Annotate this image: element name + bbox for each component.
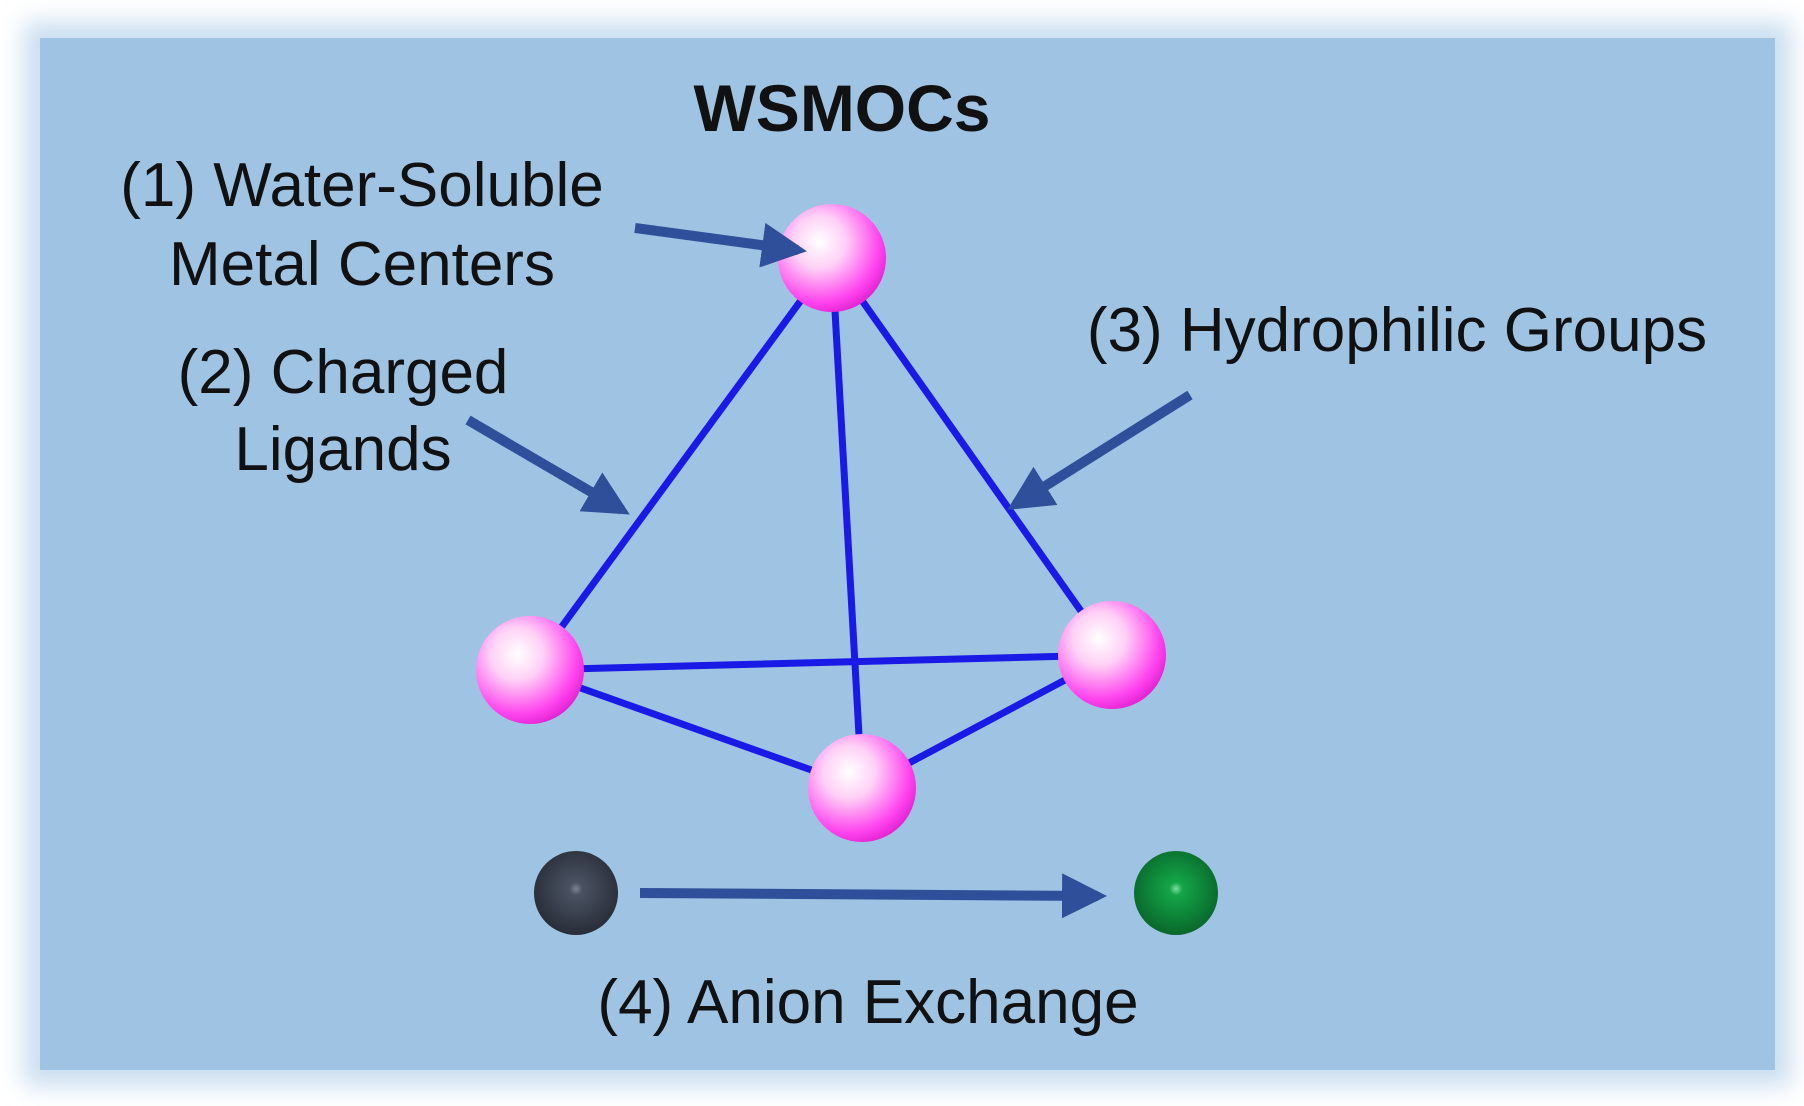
label-anion-exchange: (4) Anion Exchange — [597, 968, 1138, 1037]
edge-left-front — [526, 666, 866, 792]
arrow-hydrophilic-groups — [1007, 390, 1193, 510]
label-hydrophilic-groups: (3) Hydrophilic Groups — [1087, 296, 1707, 365]
label-charged-ligands-line1: (2) Charged — [178, 338, 509, 407]
metal-center-node-right — [1058, 601, 1166, 709]
tetrahedron-edges — [526, 254, 1116, 792]
label-metal-centers-line1: (1) Water-Soluble — [120, 151, 604, 220]
metal-center-node-left — [476, 616, 584, 724]
label-charged-ligands-line2: Ligands — [234, 415, 451, 484]
edge-top-left — [526, 254, 836, 674]
metal-center-node-front — [808, 734, 916, 842]
anion-before-sphere — [534, 851, 618, 935]
label-metal-centers-line2: Metal Centers — [169, 230, 555, 299]
metal-center-nodes — [476, 204, 1166, 842]
edge-top-right — [828, 254, 1116, 659]
pointer-arrows — [465, 222, 1193, 919]
arrow-anion-exchange — [639, 873, 1107, 919]
anion-after-sphere — [1134, 851, 1218, 935]
edge-top-front — [828, 254, 866, 792]
arrow-charged-ligands — [465, 415, 630, 515]
metal-center-node-top — [778, 204, 886, 312]
diagram-title: WSMOCs — [694, 71, 991, 145]
arrow-metal-centers — [634, 222, 807, 268]
edge-left-right — [526, 651, 1116, 674]
